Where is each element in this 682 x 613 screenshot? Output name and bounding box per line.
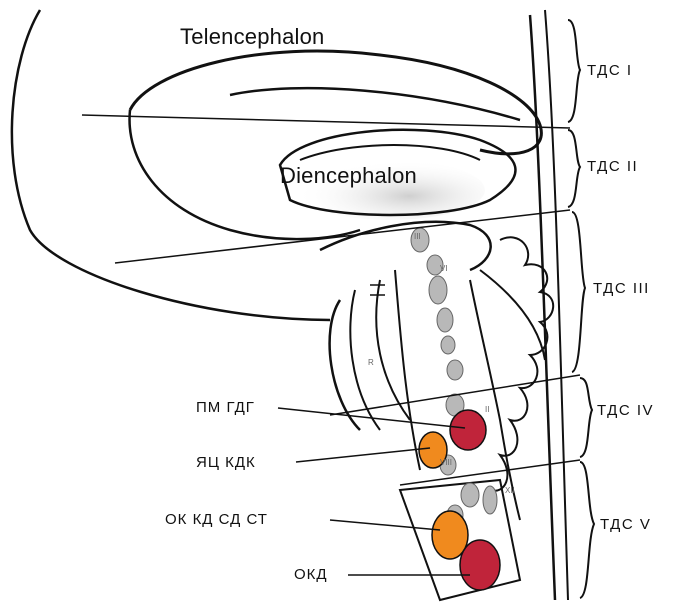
label-ii: II [485, 405, 489, 414]
nucleus-5 [441, 336, 455, 354]
label-yac-kdk: ЯЦ КДК [196, 454, 256, 471]
pointer-ok [330, 520, 440, 530]
pointer-yac-kdk [296, 448, 430, 462]
brace-1 [568, 20, 580, 122]
nucleus-6 [447, 360, 463, 380]
brace-3 [572, 212, 585, 372]
label-xii: XII [505, 486, 515, 495]
segment-label-4: ТДС IV [597, 402, 654, 419]
nucleus-9 [461, 483, 479, 507]
label-vi: VI [440, 264, 448, 273]
brace-2 [568, 130, 580, 207]
label-ok-kd-sd-st: ОК КД СД СТ [165, 511, 268, 528]
crimson-nucleus-upper [450, 410, 486, 450]
telencephalon-contour [130, 51, 541, 154]
segment-braces [568, 20, 594, 598]
segment-label-1: ТДС I [587, 62, 633, 79]
segment-label-5: ТДС V [600, 516, 651, 533]
brace-5 [580, 462, 594, 598]
label-okd: ОКД [294, 566, 328, 583]
telencephalon-label: Telencephalon [180, 24, 325, 50]
label-pm-gdg: ПМ ГДГ [196, 399, 255, 416]
boundary-line-2 [545, 10, 568, 600]
segment-label-2: ТДС II [587, 158, 638, 175]
label-viii: VIII [440, 458, 452, 467]
cut-line-1 [82, 115, 570, 128]
segment-label-3: ТДС III [593, 280, 650, 297]
nucleus-4 [437, 308, 453, 332]
brace-4 [580, 378, 592, 457]
pointer-pm-gdg [278, 408, 465, 428]
nucleus-10 [483, 486, 497, 514]
diencephalon-label: Diencephalon [280, 163, 417, 189]
nucleus-3 [429, 276, 447, 304]
label-iii: III [414, 232, 421, 241]
label-r: R [368, 358, 374, 367]
crimson-nucleus-lower [460, 540, 500, 590]
cut-line-2 [115, 210, 570, 263]
